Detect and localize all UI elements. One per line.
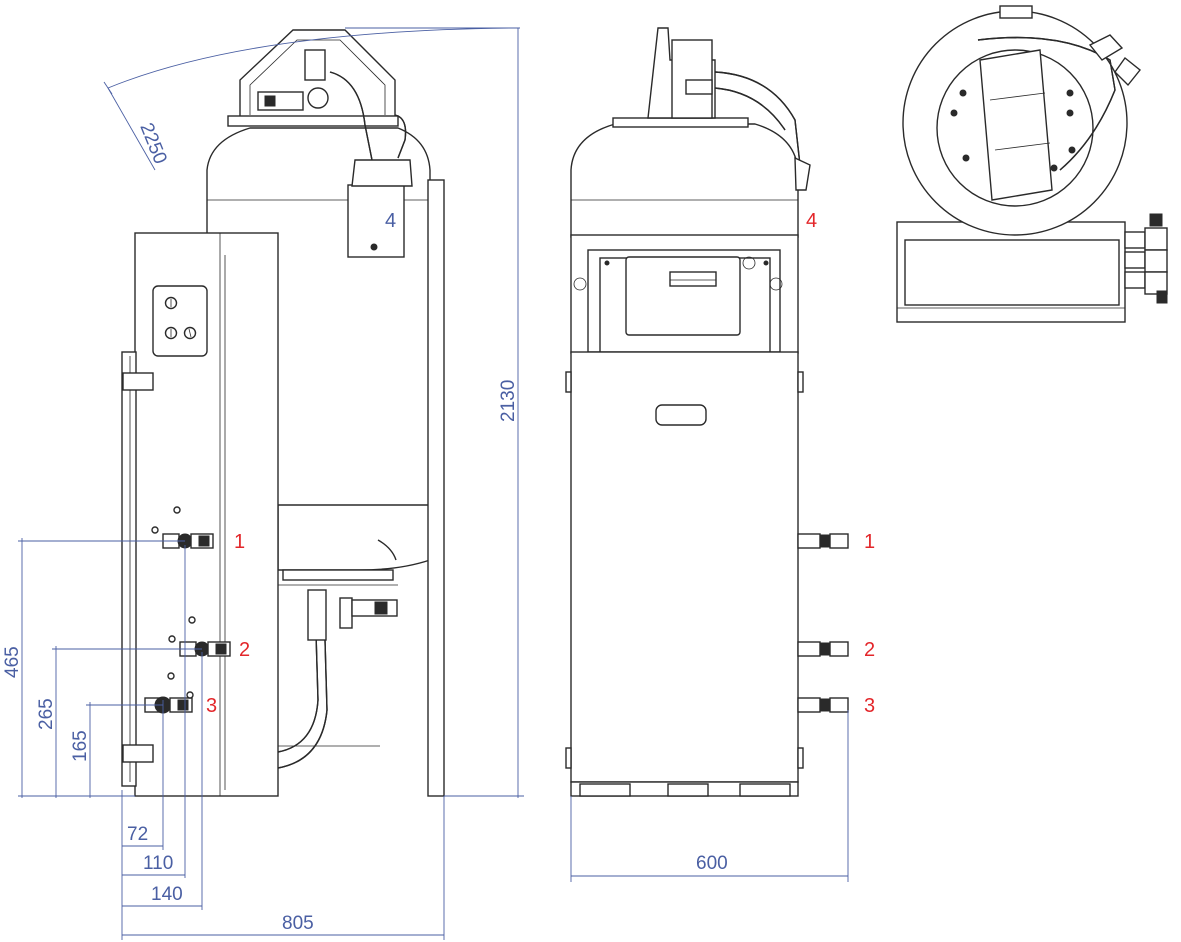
fitting-3-front [797, 697, 849, 713]
fitting-2-front [797, 641, 849, 657]
dim-conn2-label: 265 [36, 698, 57, 730]
callout-2-front: 2 [864, 639, 875, 661]
front-view [565, 27, 849, 797]
dimension-lines [18, 27, 849, 940]
fitting-1-front [797, 533, 849, 549]
fitting-2-side [168, 616, 231, 657]
front-handle [655, 404, 707, 426]
dim-conn1-label: 465 [2, 646, 23, 678]
dim-diagonal-label: 2250 [135, 120, 170, 167]
control-panel [152, 285, 208, 357]
top-view [896, 5, 1168, 323]
dim-width-label: 600 [696, 853, 728, 874]
right-frame-leg [427, 179, 445, 797]
callout-3-front: 3 [864, 695, 875, 717]
top-view-fittings [1124, 213, 1168, 304]
side-view [121, 29, 445, 797]
dim-conn3-label: 165 [70, 730, 91, 762]
callout-1-front: 1 [864, 531, 875, 553]
dim-offset-110-label: 110 [143, 853, 173, 874]
dim-offset-72-label: 72 [127, 824, 148, 845]
dim-height-label: 2130 [498, 380, 519, 422]
callout-4-side: 4 [385, 210, 396, 232]
dim-depth-label: 805 [282, 913, 314, 934]
side-door [121, 351, 137, 787]
dim-offset-140-label: 140 [151, 884, 183, 905]
callout-2-side: 2 [239, 639, 250, 661]
front-vessel-dome [570, 123, 799, 238]
callout-1-side: 1 [234, 531, 245, 553]
callout-4-front: 4 [806, 210, 817, 232]
callout-3-side: 3 [206, 695, 217, 717]
front-control-box [625, 256, 741, 336]
